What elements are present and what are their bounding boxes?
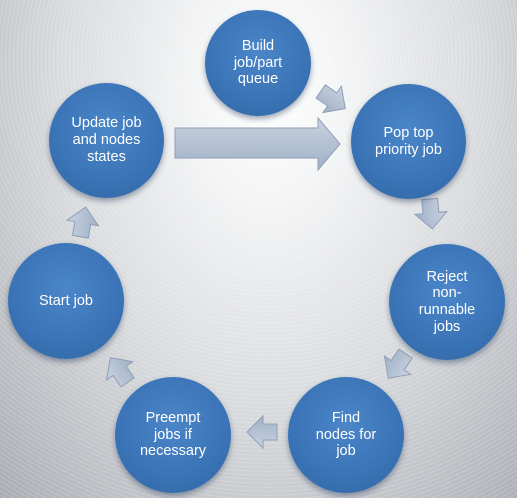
node-build-queue: Build job/part queue	[205, 10, 311, 116]
node-update-states: Update job and nodes states	[49, 83, 164, 198]
node-preempt-jobs-label: Preempt jobs if necessary	[139, 409, 207, 460]
node-reject-non-runnable: Reject non- runnable jobs	[389, 244, 505, 360]
arrow-pop-to-reject	[413, 197, 449, 230]
arrow-preempt-to-start	[105, 357, 135, 388]
node-preempt-jobs: Preempt jobs if necessary	[115, 377, 231, 493]
arrow-start-to-update	[65, 206, 100, 239]
node-find-nodes: Find nodes for job	[288, 377, 404, 493]
node-update-states-label: Update job and nodes states	[71, 115, 142, 165]
arrow-update-to-pop	[174, 116, 341, 172]
node-pop-top-priority: Pop top priority job	[351, 84, 466, 199]
node-reject-non-runnable-label: Reject non- runnable jobs	[418, 268, 476, 335]
arrow-build-to-pop	[315, 84, 346, 114]
node-build-queue-label: Build job/part queue	[233, 37, 283, 88]
node-pop-top-priority-label: Pop top priority job	[375, 124, 442, 158]
node-find-nodes-label: Find nodes for job	[315, 409, 377, 460]
arrow-find-to-preempt	[246, 414, 278, 450]
node-start-job-label: Start job	[39, 292, 93, 309]
arrow-reject-to-find	[383, 348, 413, 379]
node-start-job: Start job	[8, 243, 124, 359]
